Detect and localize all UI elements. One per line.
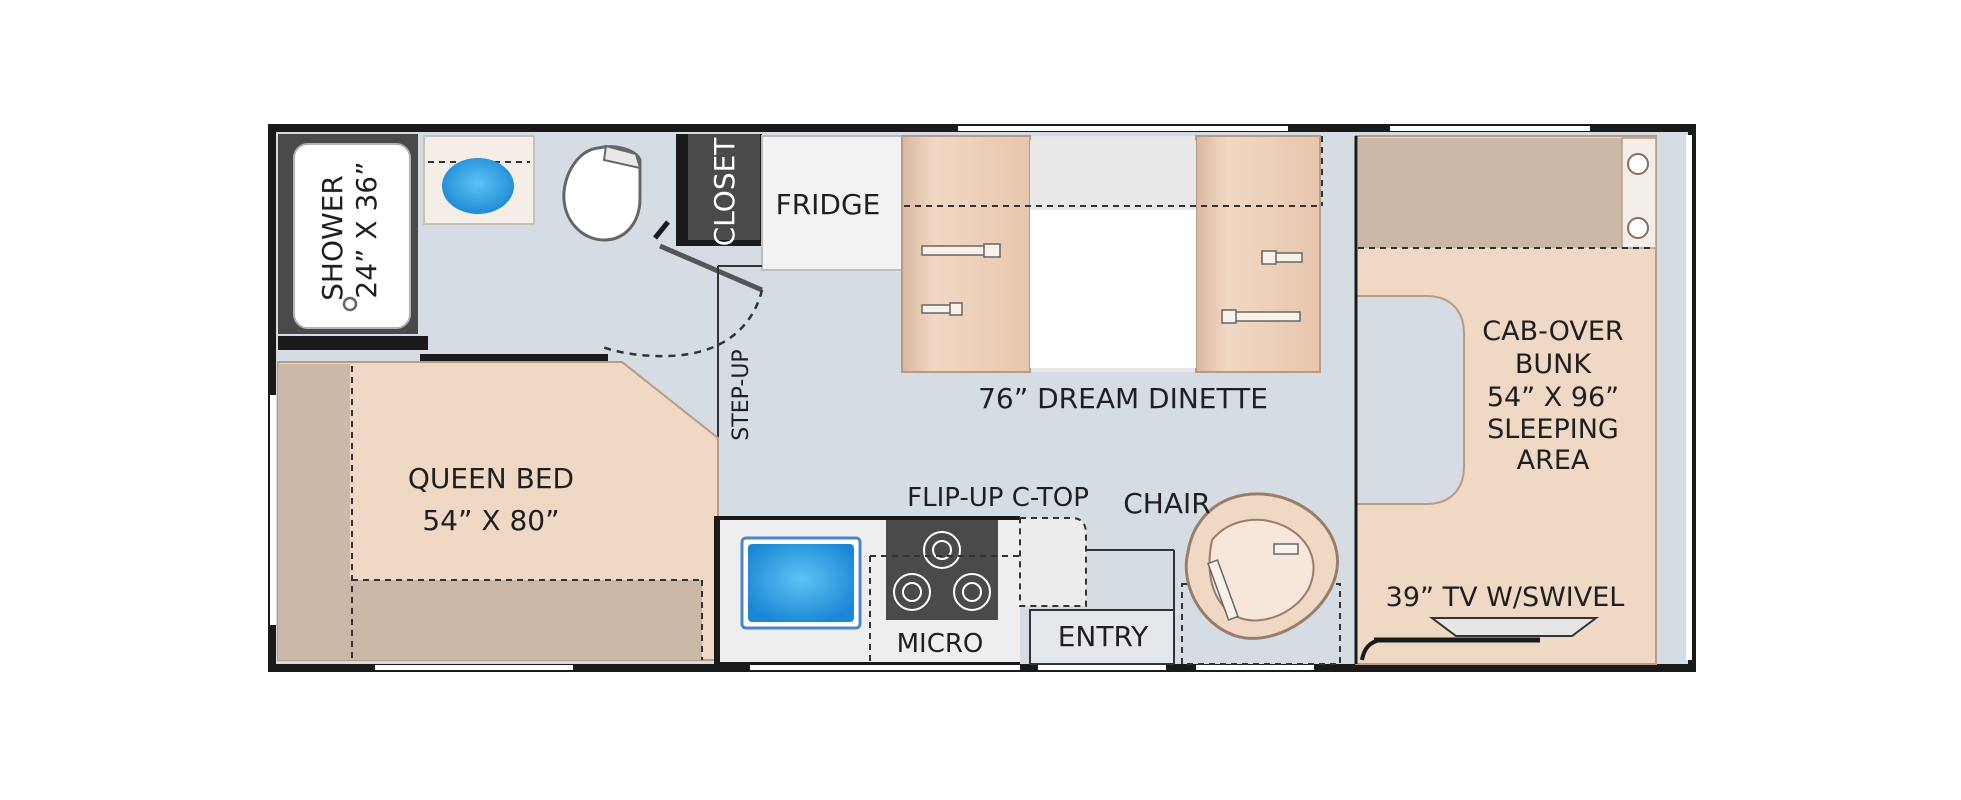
queen-bed-label: QUEEN BED	[408, 462, 574, 495]
fridge: FRIDGE	[761, 135, 903, 271]
cooktop	[886, 520, 998, 620]
kitchen-counter: MICRO	[714, 516, 1020, 664]
burner-icon	[893, 531, 991, 611]
step-up-label: STEP-UP	[729, 349, 754, 440]
shower: SHOWER 24” X 36”	[278, 134, 418, 334]
cab-over-label-2: BUNK	[1515, 349, 1592, 380]
closet-label: CLOSET	[708, 137, 741, 247]
tv-label: 39” TV W/SWIVEL	[1386, 582, 1625, 613]
entry-label: ENTRY	[1058, 620, 1149, 653]
tv-swivel: 39” TV W/SWIVEL	[1360, 582, 1625, 661]
flip-up-label: FLIP-UP C-TOP	[907, 483, 1089, 513]
swivel-chair: CHAIR	[1123, 487, 1341, 665]
fridge-label: FRIDGE	[776, 188, 881, 221]
dinette: 76” DREAM DINETTE	[901, 135, 1323, 415]
bathroom-wall-2	[420, 354, 608, 362]
shower-drain-icon	[342, 296, 358, 312]
sink-basin-icon	[442, 158, 514, 214]
dinette-label: 76” DREAM DINETTE	[978, 382, 1268, 415]
cab-light-icon-2	[1627, 217, 1649, 239]
cab-over-label-1: CAB-OVER	[1482, 316, 1623, 347]
shower-label: SHOWER	[316, 175, 349, 301]
cab-over-label-3: 54” X 96”	[1487, 382, 1619, 413]
cab-over-label-4: SLEEPING	[1487, 414, 1619, 445]
cab-over-label-5: AREA	[1517, 445, 1590, 476]
flip-up-countertop: FLIP-UP C-TOP	[907, 483, 1089, 607]
seatbelt-icon	[921, 243, 1303, 324]
windows	[270, 126, 1692, 670]
chair-label: CHAIR	[1123, 487, 1210, 520]
cab-light-icon	[1627, 153, 1649, 175]
shower-size-label: 24” X 36”	[350, 161, 383, 298]
queen-bed: QUEEN BED 54” X 80”	[277, 361, 719, 661]
queen-bed-size-label: 54” X 80”	[422, 504, 559, 537]
bathroom-wall	[278, 336, 428, 350]
closet: CLOSET	[676, 134, 762, 246]
bathroom-door	[599, 220, 764, 358]
cab-over-bunk: CAB-OVER BUNK 54” X 96” SLEEPING AREA	[1354, 135, 1657, 665]
micro-label: MICRO	[897, 629, 984, 659]
toilet-icon	[562, 144, 642, 242]
entry: ENTRY	[1029, 549, 1175, 665]
bathroom-sink	[423, 135, 535, 225]
